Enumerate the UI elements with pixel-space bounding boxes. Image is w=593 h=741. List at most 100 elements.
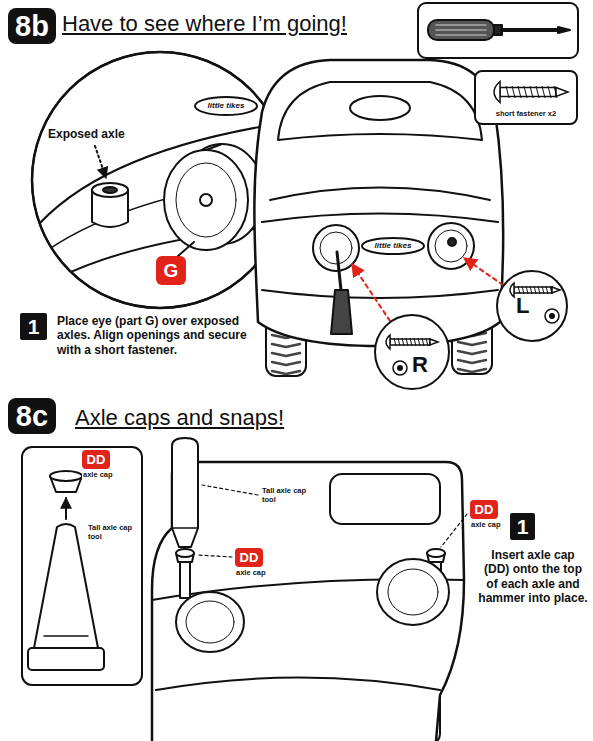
tool-inset: [22, 447, 142, 685]
tool-box: [418, 3, 578, 58]
leader-line-part: [197, 555, 232, 557]
ride-on-car-part: [262, 214, 498, 223]
badge-text: 1: [517, 516, 529, 537]
ride-on-car-part: [330, 474, 440, 524]
ride-on-car-part: [377, 559, 449, 625]
ride-on-car-part: [262, 290, 498, 298]
badge-text: DD: [87, 453, 106, 466]
leader-arrow-part: [464, 258, 503, 285]
zoom-content-part: [103, 187, 117, 193]
leader-arrow: [352, 258, 503, 321]
screw-icon: [494, 82, 568, 103]
tool-inset-part: [44, 635, 88, 637]
tool-box-part: [502, 28, 558, 32]
zoom-content-part: [195, 97, 257, 115]
leader-line-part: [441, 514, 467, 547]
wheel-part: [458, 351, 486, 354]
detail-zoom: [32, 52, 290, 308]
ride-on-car-part: [180, 560, 190, 598]
wheel-part: [458, 342, 486, 345]
ride-on-car-part: [448, 238, 456, 246]
ride-on-car-part: [176, 592, 244, 652]
screw-end-icon: [393, 361, 407, 375]
wheel-part: [272, 353, 300, 356]
side-callout: R: [374, 314, 450, 390]
ride-on-car: [152, 438, 464, 741]
instruction-text: Insert axle cap (DD) onto the top of eac…: [478, 548, 588, 606]
ride-on-car-part: [428, 223, 474, 269]
detail-zoom-part: [95, 146, 106, 178]
ride-on-car-part: [331, 290, 352, 334]
ride-on-car-part: [278, 82, 482, 140]
ride-on-car-part: [435, 230, 467, 262]
part-badge: G: [156, 256, 186, 285]
tool-inset-part: [65, 498, 67, 519]
detail-zoom-part: [32, 52, 288, 308]
brand-logo: little tikes: [208, 101, 245, 111]
tool-label: Tall axle cap tool: [88, 523, 134, 541]
ride-on-car-part: [388, 569, 438, 615]
part-name: axle cap: [470, 521, 502, 529]
part-name: axle cap: [235, 569, 267, 577]
badge-text: DD: [240, 551, 259, 564]
tool-inset-part: [50, 471, 82, 481]
zoom-content-part: [164, 150, 248, 250]
part-label: Exposed axle: [48, 127, 125, 141]
step-number: 1: [510, 513, 535, 540]
tool-box-part: [436, 25, 486, 35]
zoom-content-part: [176, 163, 236, 237]
ride-on-car-part: [156, 678, 440, 691]
zoom-content: [32, 97, 290, 292]
wheel-part: [458, 360, 486, 363]
tool-label: Tall axle cap tool: [262, 486, 318, 504]
ride-on-car-part: [320, 232, 352, 264]
badge-text: L: [516, 295, 529, 317]
wheel-part: [272, 371, 300, 374]
part-name: axle cap: [82, 471, 114, 479]
tool-box-part: [418, 3, 578, 58]
leader-arrow-part: [352, 264, 390, 321]
badge-text: short fastener x2: [496, 110, 556, 118]
ride-on-car-part: [337, 252, 341, 290]
part-badge: DDaxle cap: [470, 500, 498, 519]
tool-inset-part: [34, 524, 98, 648]
ride-on-car-part: [362, 238, 424, 254]
step-number: 1: [20, 313, 47, 340]
parts-box: short fastener x2: [474, 70, 578, 125]
badge-text: 1: [28, 316, 40, 337]
ride-on-car-part: [172, 527, 198, 529]
tool-box-part: [428, 20, 494, 40]
ride-on-car-part: [350, 96, 410, 120]
part-badge: DDaxle cap: [82, 450, 110, 469]
ride-on-car-part: [254, 60, 503, 346]
zoom-content-part: [200, 194, 212, 206]
step-title: Axle caps and snaps!: [75, 405, 284, 431]
tool-inset-part: [28, 648, 104, 670]
part-badge: DDaxle cap: [235, 548, 263, 567]
ride-on-car-part: [172, 438, 198, 547]
badge-text: DD: [475, 503, 494, 516]
badge-text: 8c: [16, 402, 48, 431]
wheel-part: [272, 344, 300, 347]
ride-on-car-part: [427, 549, 445, 557]
ride-on-car-part: [176, 549, 194, 557]
ride-on-car: [254, 60, 503, 346]
ride-on-car-part: [186, 601, 234, 643]
tool-inset-part: [22, 447, 142, 685]
badge-text: 8b: [15, 12, 49, 41]
detail-zoom-part: [32, 52, 288, 308]
leader-line-part: [202, 485, 258, 495]
detail-zoom-part: [178, 242, 194, 256]
ride-on-car-part: [270, 188, 490, 201]
brand-logo: little tikes: [375, 241, 412, 251]
step-badge: 8b: [8, 8, 56, 44]
part-icon: [476, 72, 580, 127]
side-callout: L: [496, 270, 568, 342]
screw-icon: [386, 335, 438, 349]
zoom-content-part: [32, 226, 290, 292]
part-icon: [498, 272, 570, 344]
zoom-content-part: [92, 183, 128, 197]
wheel-part: [458, 369, 486, 372]
leader-line: [197, 485, 467, 557]
